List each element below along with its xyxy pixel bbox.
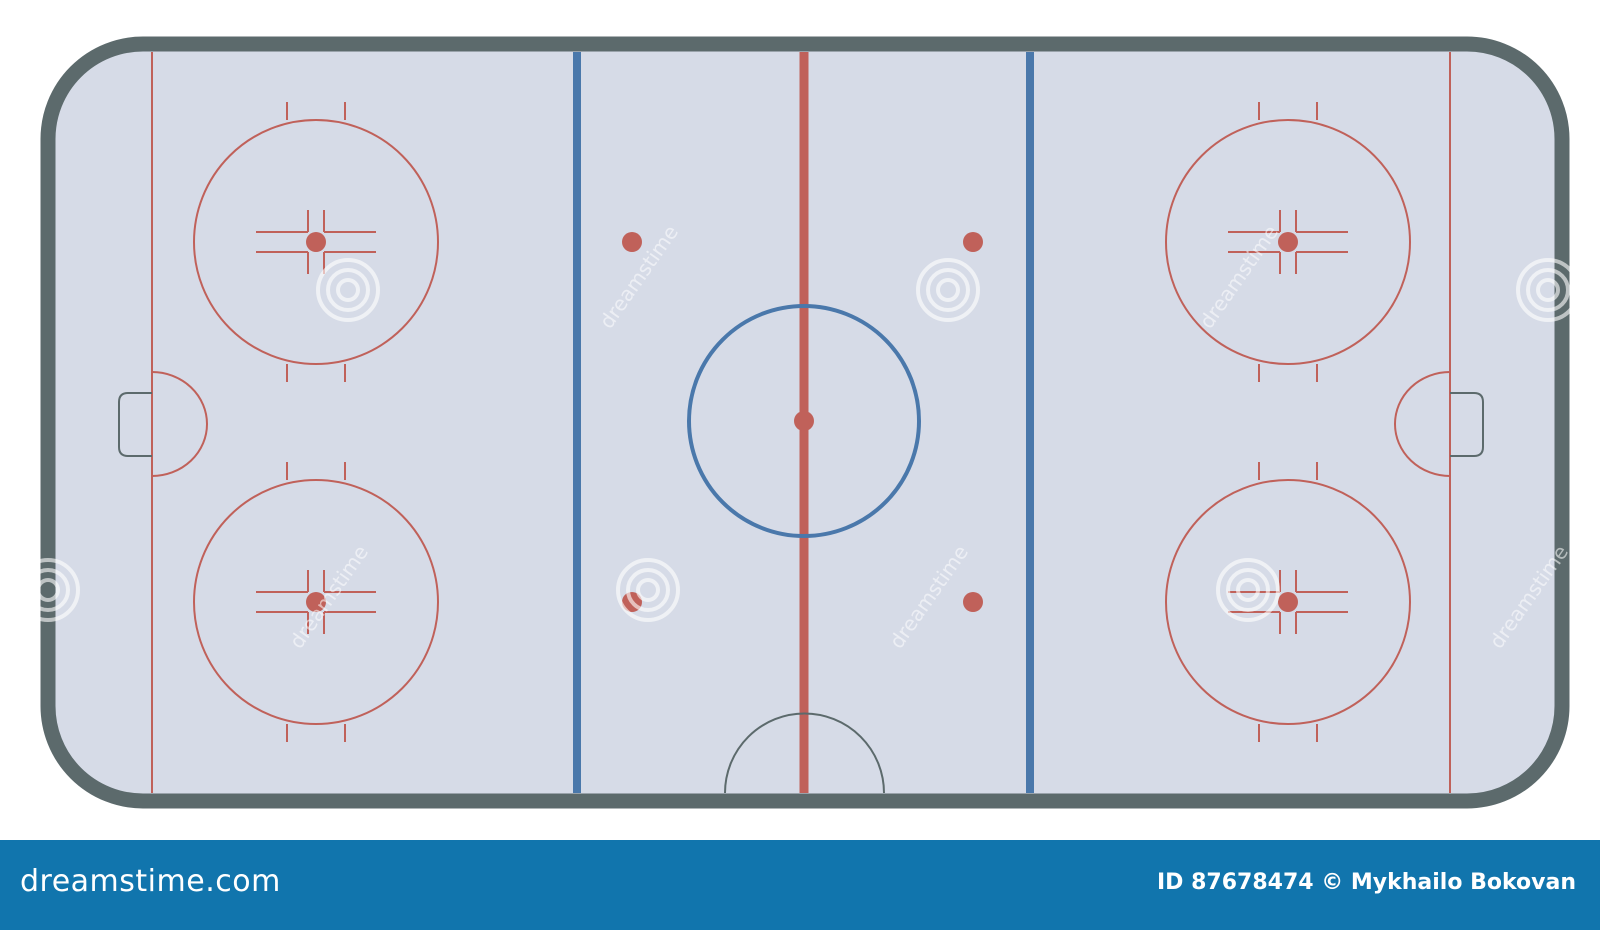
referee-crease [724, 712, 885, 794]
footer-credit: ID 87678474 © Mykhailo Bokovan [1157, 870, 1576, 895]
neutral-faceoff-dot-top-right [963, 232, 983, 252]
dreamstime-swirl-icon [316, 258, 380, 322]
dreamstime-swirl-icon [916, 258, 980, 322]
endzone-faceoff-top-right [1165, 102, 1411, 382]
dreamstime-swirl-icon [616, 558, 680, 622]
center-faceoff-dot [794, 411, 814, 431]
goal-net-left [118, 392, 152, 457]
neutral-faceoff-dot-bottom-right [963, 592, 983, 612]
endzone-faceoff-top-left [193, 102, 439, 382]
center-faceoff-circle [687, 304, 921, 538]
faceoff-circle [193, 119, 439, 365]
faceoff-dot [306, 232, 326, 252]
goal-net-right [1450, 392, 1484, 457]
goal-crease-left [151, 371, 208, 477]
dreamstime-swirl-icon [1216, 558, 1280, 622]
neutral-faceoff-dot-top-left [622, 232, 642, 252]
footer-brand[interactable]: dreamstime.com [20, 864, 281, 899]
faceoff-circle [1165, 119, 1411, 365]
footer-bar: dreamstime.com ID 87678474 © Mykhailo Bo… [0, 840, 1600, 930]
faceoff-dot [1278, 592, 1298, 612]
endzone-faceoff-bottom-right [1165, 462, 1411, 742]
faceoff-circle [193, 479, 439, 725]
faceoff-circle [1165, 479, 1411, 725]
faceoff-dot [306, 592, 326, 612]
dreamstime-swirl-icon [1516, 258, 1580, 322]
faceoff-dot [1278, 232, 1298, 252]
endzone-faceoff-bottom-left [193, 462, 439, 742]
dreamstime-swirl-icon [16, 558, 80, 622]
goal-crease-right [1394, 371, 1451, 477]
